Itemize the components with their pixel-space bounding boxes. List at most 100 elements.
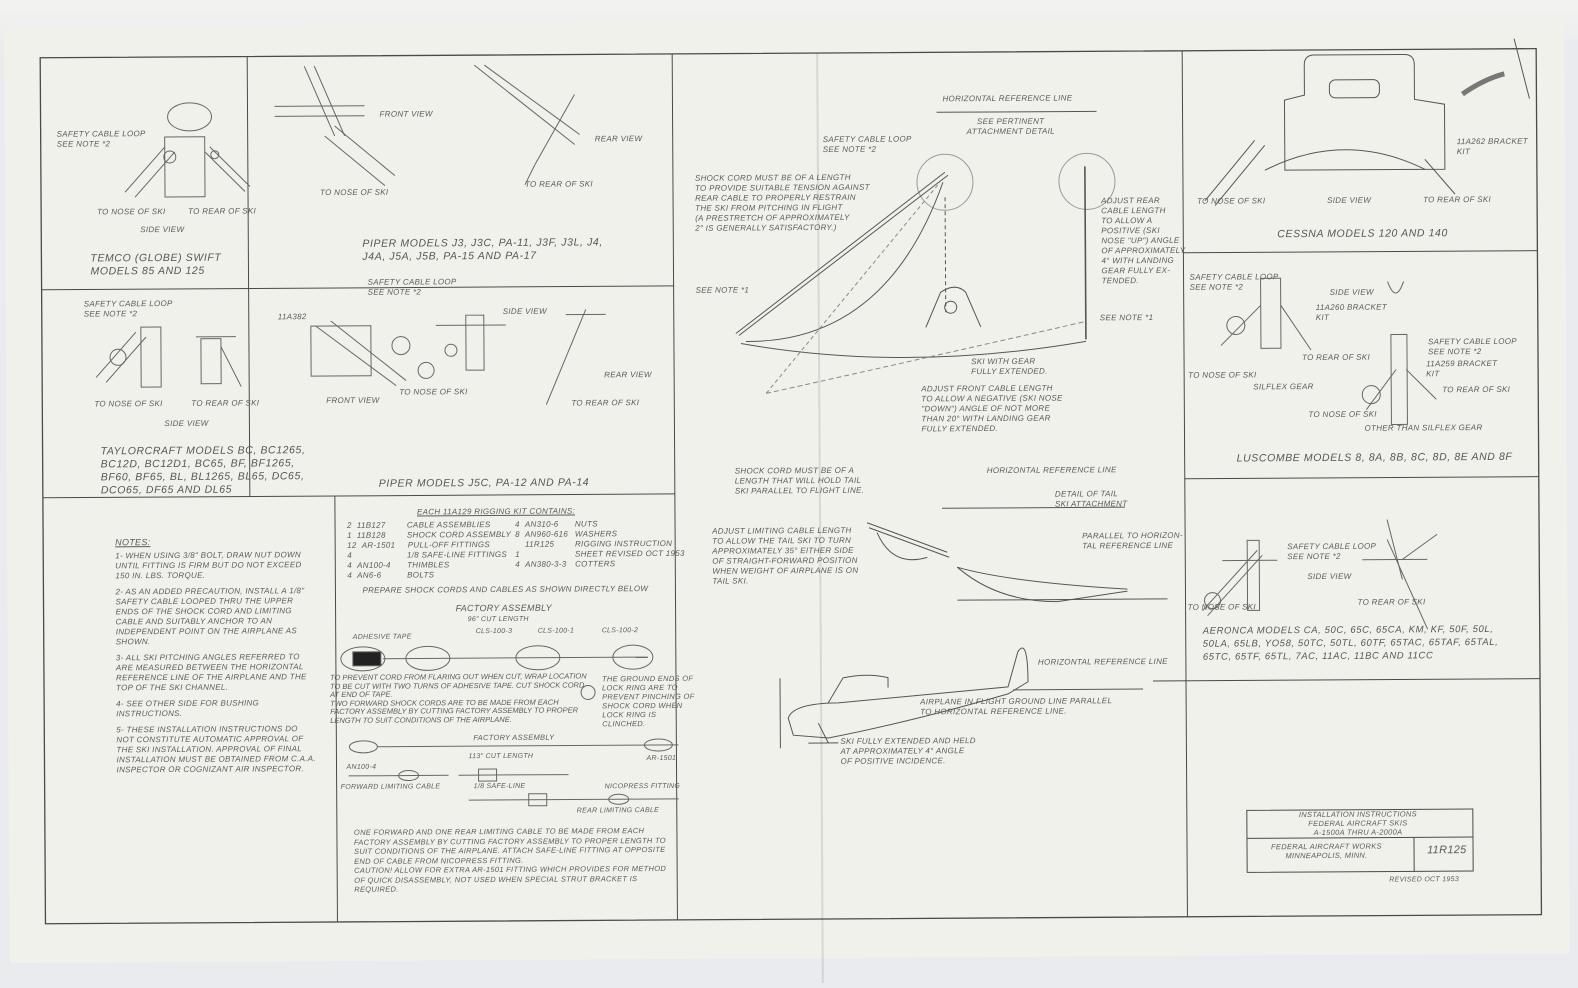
piper-nose-label: To nose of ski <box>320 188 388 198</box>
note-5: 5- These installation instructions do no… <box>116 724 316 775</box>
luscombe-nose-2: To nose of ski <box>1308 410 1376 420</box>
aeronca-caption: Aeronca models CA, 50C, 65C, 65CA, KM, K… <box>1203 623 1499 664</box>
notes-section: Notes: 1- When using 3/8" bolt, draw nut… <box>115 536 316 775</box>
title-block-company: Federal Aircraft Works Minneapolis, Minn… <box>1271 842 1382 861</box>
kit-item: 1 11R125Rigging instruction sheet revise… <box>515 539 685 560</box>
divider <box>1183 251 1537 253</box>
piper-mid-front-label: Front view <box>326 396 379 406</box>
rear-cable-note: Adjust rear cable length to allow a posi… <box>1101 196 1185 287</box>
tail-shock-note: Shock cord must be of a length that will… <box>735 466 865 497</box>
shock-assembly-title: Factory assembly <box>456 603 552 614</box>
aeronca-nose: To nose of ski <box>1188 602 1256 612</box>
piper-top-caption: Piper models J3, J3C, PA-11, J3F, J3L, J… <box>362 236 603 263</box>
ski-incidence-note: Ski fully extended and held at approxima… <box>840 736 976 767</box>
luscombe-rear-1: To rear of ski <box>1302 353 1370 363</box>
part-cls-100-2: CLS-100-2 <box>602 626 639 636</box>
an100-4-label: AN100-4 <box>346 763 376 773</box>
piper-mid-part-label: 11A382 <box>278 312 307 322</box>
tail-href-label: Horizontal reference line <box>987 465 1117 476</box>
other-gear-label: Other than silflex gear <box>1364 423 1482 434</box>
tail-ski-sketch <box>867 507 1168 603</box>
temco-caption: Temco (Globe) Swift Models 85 and 125 <box>90 252 221 279</box>
luscombe-sketch <box>1221 277 1437 425</box>
note-1: 1- When using 3/8" bolt, draw nut down u… <box>115 550 315 581</box>
taylorcraft-caption: Taylorcraft models BC, BC1265, BC12D, BC… <box>101 444 306 497</box>
temco-nose-label: To nose of ski <box>97 207 165 217</box>
luscombe-rear-2: To rear of ski <box>1442 385 1510 395</box>
taylorcraft-view-label: Side view <box>164 419 208 429</box>
temco-rear-label: To rear of ski <box>188 206 256 216</box>
adhesive-tape-label: Adhesive tape <box>353 633 412 643</box>
divider <box>1153 679 1540 681</box>
cessna-view-label: Side view <box>1327 196 1371 206</box>
instruction-sheet: Safety cable loop see note *2 To nose of… <box>4 18 1570 963</box>
part-cls-100-3: CLS-100-3 <box>476 627 513 637</box>
divider <box>247 57 250 497</box>
nicopress-label: Nicopress fitting <box>605 782 681 792</box>
aeronca-side: Side view <box>1307 572 1351 582</box>
taylorcraft-safety-label: Safety cable loop see note *2 <box>84 299 173 320</box>
note-4: 4- See other side for bushing instructio… <box>116 698 316 719</box>
divider <box>42 286 674 290</box>
luscombe-caption: Luscombe models 8, 8A, 8B, 8C, 8D, 8E an… <box>1237 451 1513 466</box>
piper-mid-nose-label: To nose of ski <box>399 387 467 397</box>
kit-item: 4 1/8 safe-line fittings <box>347 550 511 561</box>
forward-limiting-cable-label: Forward limiting cable <box>341 782 441 793</box>
temco-view-label: Side view <box>140 225 184 235</box>
drawing-number: 11R125 <box>1427 845 1467 855</box>
safe-line-label: 1/8 safe-line <box>474 782 526 792</box>
see-note-1-rear: See note *1 <box>1100 313 1154 323</box>
front-cable-note: Adjust front cable length to allow a neg… <box>921 384 1063 435</box>
piper-rear-view-label: Rear view <box>595 134 643 144</box>
limiting-cable-note: Adjust limiting cable length to allow th… <box>712 526 858 587</box>
luscombe-side-label: Side view <box>1330 288 1374 298</box>
temco-safety-label: Safety cable loop see note *2 <box>57 129 146 150</box>
taylorcraft-sketch <box>96 327 241 388</box>
taylorcraft-rear-label: To rear of ski <box>191 398 259 408</box>
lock-ring-note: The ground ends of lock ring are to prev… <box>602 674 697 729</box>
airplane-href-label: Horizontal reference line <box>1038 657 1168 668</box>
luscombe-safety-1: Safety cable loop see note *2 <box>1190 272 1279 293</box>
luscombe-nose-1: To nose of ski <box>1188 370 1256 380</box>
cessna-nose-label: To nose of ski <box>1197 196 1265 206</box>
piper-mid-caption: Piper models J5C, PA-12 and PA-14 <box>379 476 589 490</box>
divider <box>1182 51 1187 917</box>
cable-assembly-title: Factory assembly <box>473 733 554 743</box>
ski-extended-label: Ski with gear fully extended. <box>971 357 1048 377</box>
piper-top-sketch <box>274 64 580 186</box>
temco-sketch <box>124 103 250 198</box>
notes-title: Notes: <box>115 536 315 547</box>
kit-title: Each 11A129 rigging kit contains: <box>417 507 575 518</box>
shock-cord-note: Shock cord must be of a length to provid… <box>695 173 870 234</box>
kit-prepare-text: Prepare shock cords and cables as shown … <box>362 584 648 596</box>
note-3: 3- All ski pitching angles referred to a… <box>116 652 316 693</box>
part-cls-100-1: CLS-100-1 <box>538 627 575 637</box>
aeronca-safety: Safety cable loop see note *2 <box>1287 542 1376 563</box>
piper-rear-label: To rear of ski <box>525 179 593 189</box>
taylorcraft-nose-label: To nose of ski <box>94 399 162 409</box>
piper-front-view-label: Front view <box>380 109 433 119</box>
luscombe-bracket-1: 11A260 bracket kit <box>1316 303 1387 323</box>
title-block-title: Installation instructions Federal aircra… <box>1299 809 1417 837</box>
horizontal-reference-label: Horizontal reference line <box>942 93 1072 104</box>
luscombe-safety-2: Safety cable loop see note *2 <box>1428 337 1517 358</box>
shock-assembly-cut: 96" cut length <box>468 615 529 625</box>
cessna-bracket-label: 11A262 bracket kit <box>1457 137 1528 157</box>
see-note-1-front: See note *1 <box>696 285 750 295</box>
divider <box>1185 477 1539 479</box>
kit-item: 4 AN380-3-3Cotters <box>515 559 685 570</box>
note-2: 2- As an added precaution, install a 1/8… <box>115 586 315 647</box>
ar-1501-label: AR-1501 <box>646 754 676 764</box>
aeronca-rear: To rear of ski <box>1358 597 1426 607</box>
pertinent-detail-label: See pertinent attachment detail <box>967 117 1055 138</box>
cessna-rear-label: To rear of ski <box>1423 195 1491 205</box>
cable-cut-length: 113" cut length <box>468 752 533 762</box>
luscombe-bracket-2: 11A259 bracket kit <box>1426 359 1497 379</box>
main-safety-label: Safety cable loop see note *2 <box>823 134 912 155</box>
revised-date: Revised Oct 1953 <box>1389 875 1459 885</box>
rear-limiting-cable-label: Rear limiting cable <box>577 806 659 817</box>
piper-mid-rear-view-label: Rear view <box>604 370 652 380</box>
shock-assembly-note: To prevent cord from flaring out when cu… <box>330 672 592 725</box>
piper-mid-safety-label: Safety cable loop see note *2 <box>368 277 457 298</box>
piper-mid-side-label: Side view <box>503 307 547 317</box>
